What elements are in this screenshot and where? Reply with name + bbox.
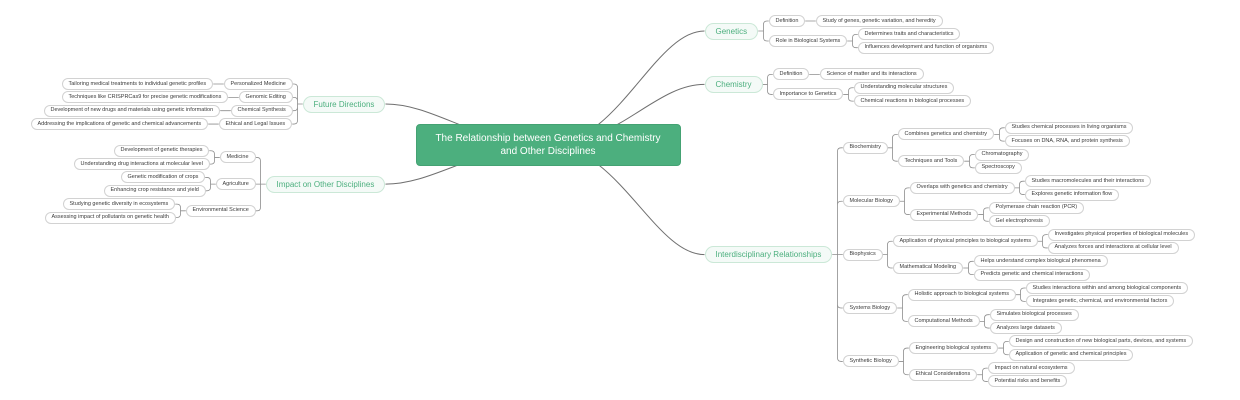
connector-bracket xyxy=(1015,287,1026,302)
connector-bracket xyxy=(205,177,216,192)
topic-node-study-of-genes-genetic-variation-and-heredity[interactable]: Study of genes, genetic variation, and h… xyxy=(815,15,943,27)
branch-node-impact-on-other-disciplines[interactable]: Impact on Other Disciplines xyxy=(265,175,386,193)
topic-node-experimental-methods[interactable]: Experimental Methods xyxy=(909,208,979,221)
topic-node-gel-electrophoresis[interactable]: Gel electrophoresis xyxy=(988,215,1050,228)
connector-bracket xyxy=(899,187,910,215)
topic-node-development-of-new-drugs-and-materials-using-gen[interactable]: Development of new drugs and materials u… xyxy=(43,104,221,117)
connector-bracket xyxy=(1014,180,1025,195)
topic-node-analyzes-forces-and-interactions-at-cellular-lev[interactable]: Analyzes forces and interactions at cell… xyxy=(1047,241,1179,254)
topic-node-application-of-physical-principles-to-biological[interactable]: Application of physical principles to bi… xyxy=(892,235,1038,248)
topic-node-investigates-physical-properties-of-biological-m[interactable]: Investigates physical properties of biol… xyxy=(1047,228,1196,241)
connector-bracket xyxy=(255,157,266,212)
topic-node-engineering-biological-systems[interactable]: Engineering biological systems xyxy=(908,342,999,355)
topic-node-polymerase-chain-reaction-pcr[interactable]: Polymerase chain reaction (PCR) xyxy=(988,201,1085,214)
topic-node-integrates-genetic-chemical-and-environmental-fa[interactable]: Integrates genetic, chemical, and enviro… xyxy=(1025,295,1175,308)
topic-node-studies-interactions-within-and-among-biological[interactable]: Studies interactions within and among bi… xyxy=(1025,282,1189,294)
connector-bracket xyxy=(897,294,908,322)
branch-node-interdisciplinary-relationships[interactable]: Interdisciplinary Relationships xyxy=(704,246,833,264)
connector-bracket xyxy=(209,150,220,165)
topic-node-explores-genetic-information-flow[interactable]: Explores genetic information flow xyxy=(1024,188,1120,201)
connector-bracket xyxy=(882,240,893,269)
topic-node-overlaps-with-genetics-and-chemistry[interactable]: Overlaps with genetics and chemistry xyxy=(909,181,1015,194)
topic-node-role-in-biological-systems[interactable]: Role in Biological Systems xyxy=(768,35,848,48)
topic-node-computational-methods[interactable]: Computational Methods xyxy=(907,315,980,328)
topic-node-development-of-genetic-therapies[interactable]: Development of genetic therapies xyxy=(113,144,210,157)
topic-node-biophysics[interactable]: Biophysics xyxy=(842,248,883,261)
topic-node-definition[interactable]: Definition xyxy=(768,15,806,27)
topic-node-determines-traits-and-characteristics[interactable]: Determines traits and characteristics xyxy=(857,28,961,41)
topic-node-spectroscopy[interactable]: Spectroscopy xyxy=(974,161,1022,174)
topic-node-potential-risks-and-benefits[interactable]: Potential risks and benefits xyxy=(987,375,1068,388)
connector-bracket xyxy=(843,87,854,102)
topic-node-simulates-biological-processes[interactable]: Simulates biological processes xyxy=(989,308,1079,321)
connector-bracket xyxy=(998,341,1009,356)
connector-bracket xyxy=(758,20,769,42)
connector-bracket xyxy=(978,207,989,222)
topic-node-analyzes-large-datasets[interactable]: Analyzes large datasets xyxy=(989,322,1062,335)
topic-node-studies-chemical-processes-in-living-organisms[interactable]: Studies chemical processes in living org… xyxy=(1004,121,1134,134)
topic-node-ethical-and-legal-issues[interactable]: Ethical and Legal Issues xyxy=(218,118,293,131)
topic-node-enhancing-crop-resistance-and-yield[interactable]: Enhancing crop resistance and yield xyxy=(103,184,206,197)
topic-node-chemical-reactions-in-biological-processes[interactable]: Chemical reactions in biological process… xyxy=(853,95,972,108)
topic-node-understanding-molecular-structures[interactable]: Understanding molecular structures xyxy=(853,81,955,94)
topic-node-agriculture[interactable]: Agriculture xyxy=(215,178,256,191)
topic-node-genomic-editing[interactable]: Genomic Editing xyxy=(238,91,293,104)
topic-node-systems-biology[interactable]: Systems Biology xyxy=(842,302,898,315)
topic-node-holistic-approach-to-biological-systems[interactable]: Holistic approach to biological systems xyxy=(907,288,1016,301)
topic-node-design-and-construction-of-new-biological-parts-[interactable]: Design and construction of new biologica… xyxy=(1008,335,1194,348)
connector-bracket xyxy=(979,314,990,329)
topic-node-science-of-matter-and-its-interactions[interactable]: Science of matter and its interactions xyxy=(819,68,924,81)
connector-bracket xyxy=(963,260,974,276)
topic-node-environmental-science[interactable]: Environmental Science xyxy=(185,204,256,217)
branch-node-chemistry[interactable]: Chemistry xyxy=(704,75,763,93)
topic-node-application-of-genetic-and-chemical-principles[interactable]: Application of genetic and chemical prin… xyxy=(1008,348,1134,361)
topic-node-combines-genetics-and-chemistry[interactable]: Combines genetics and chemistry xyxy=(897,128,995,141)
topic-node-focuses-on-dna-rna-and-protein-synthesis[interactable]: Focuses on DNA, RNA, and protein synthes… xyxy=(1004,135,1130,148)
connector-bracket xyxy=(175,203,186,218)
connector-bracket xyxy=(977,367,988,382)
topic-node-chromatography[interactable]: Chromatography xyxy=(974,148,1030,161)
topic-node-helps-understand-complex-biological-phenomena[interactable]: Helps understand complex biological phen… xyxy=(973,255,1108,268)
topic-node-medicine[interactable]: Medicine xyxy=(219,151,256,164)
topic-node-importance-to-genetics[interactable]: Importance to Genetics xyxy=(772,88,844,101)
connector-bracket xyxy=(994,127,1005,142)
branch-node-genetics[interactable]: Genetics xyxy=(704,22,759,40)
topic-node-biochemistry[interactable]: Biochemistry xyxy=(842,141,888,154)
connector-bracket xyxy=(887,134,898,162)
topic-node-addressing-the-implications-of-genetic-and-chemi[interactable]: Addressing the implications of genetic a… xyxy=(30,118,209,131)
topic-node-studies-macromolecules-and-their-interactions[interactable]: Studies macromolecules and their interac… xyxy=(1024,175,1152,188)
topic-node-techniques-and-tools[interactable]: Techniques and Tools xyxy=(897,155,965,168)
branch-node-future-directions[interactable]: Future Directions xyxy=(302,95,386,113)
connector-bracket xyxy=(832,147,843,362)
topic-node-mathematical-modeling[interactable]: Mathematical Modeling xyxy=(892,261,964,274)
connector-bracket xyxy=(898,347,909,376)
topic-node-ethical-considerations[interactable]: Ethical Considerations xyxy=(908,368,978,381)
topic-node-tailoring-medical-treatments-to-individual-genet[interactable]: Tailoring medical treatments to individu… xyxy=(61,78,214,90)
topic-node-studying-genetic-diversity-in-ecosystems[interactable]: Studying genetic diversity in ecosystems xyxy=(62,198,176,211)
connector-bracket xyxy=(964,154,975,169)
topic-node-chemical-synthesis[interactable]: Chemical Synthesis xyxy=(230,104,293,117)
topic-node-synthetic-biology[interactable]: Synthetic Biology xyxy=(842,355,899,368)
topic-node-impact-on-natural-ecosystems[interactable]: Impact on natural ecosystems xyxy=(987,362,1075,375)
root-topic-node[interactable]: The Relationship between Genetics and Ch… xyxy=(415,124,681,166)
connector-bracket xyxy=(1037,234,1048,249)
connector-bracket xyxy=(847,33,858,49)
connector-bracket xyxy=(292,83,303,125)
topic-node-predicts-genetic-and-chemical-interactions[interactable]: Predicts genetic and chemical interactio… xyxy=(973,268,1091,281)
topic-node-assessing-impact-of-pollutants-on-genetic-health[interactable]: Assessing impact of pollutants on geneti… xyxy=(44,211,176,224)
topic-node-understanding-drug-interactions-at-molecular-lev[interactable]: Understanding drug interactions at molec… xyxy=(73,158,210,171)
topic-node-genetic-modification-of-crops[interactable]: Genetic modification of crops xyxy=(120,171,206,184)
topic-node-definition[interactable]: Definition xyxy=(772,68,810,81)
topic-node-personalized-medicine[interactable]: Personalized Medicine xyxy=(223,78,293,90)
topic-node-molecular-biology[interactable]: Molecular Biology xyxy=(842,195,900,208)
topic-node-techniques-like-crisprcas9-for-precise-genetic-m[interactable]: Techniques like CRISPRCas9 for precise g… xyxy=(61,91,229,104)
connector-bracket xyxy=(762,74,773,95)
topic-node-influences-development-and-function-of-organisms[interactable]: Influences development and function of o… xyxy=(857,41,995,54)
